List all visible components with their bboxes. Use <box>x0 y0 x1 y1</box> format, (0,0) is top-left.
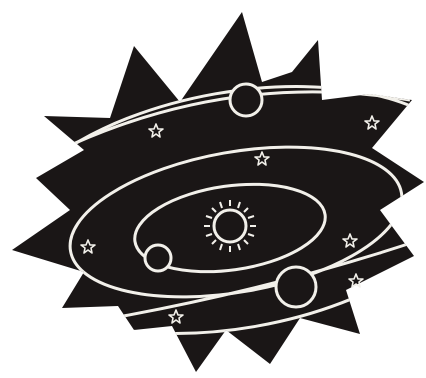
planet-icon <box>230 84 262 116</box>
planet-icon <box>276 267 316 307</box>
planet-icon <box>145 245 171 271</box>
starburst-shape <box>12 12 424 372</box>
